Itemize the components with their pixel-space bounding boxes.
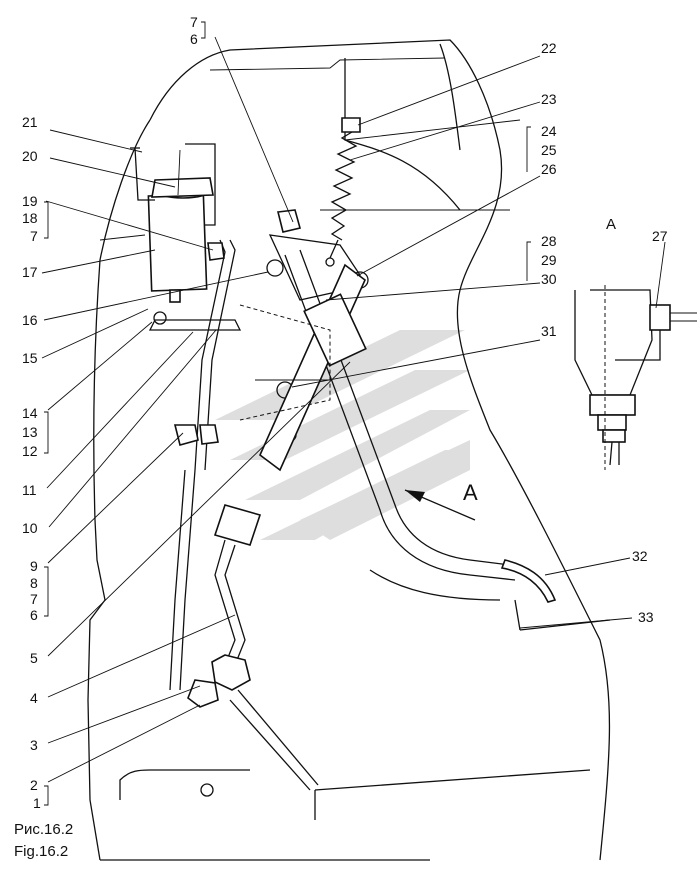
return-spring	[325, 131, 358, 267]
callout-15: 15	[22, 350, 38, 366]
callout-30: 30	[541, 271, 557, 287]
arrow-label: A	[463, 480, 478, 505]
caption-ru: Рис.16.2	[14, 821, 73, 838]
view-a-detail: A	[574, 216, 697, 470]
callout-7-top: 7	[190, 14, 198, 30]
callout-13: 13	[22, 424, 38, 440]
callout-7-left-upper: 7	[30, 228, 38, 244]
leader-lines	[41, 36, 666, 783]
callout-28: 28	[541, 233, 557, 249]
callout-18: 18	[22, 210, 38, 226]
callout-22: 22	[541, 40, 557, 56]
callout-24: 24	[541, 123, 557, 139]
view-label: A	[606, 216, 616, 233]
pedal-pad	[500, 559, 557, 603]
callout-23: 23	[541, 91, 557, 107]
callout-21: 21	[22, 114, 38, 130]
callout-16: 16	[22, 312, 38, 328]
callout-1: 1	[33, 795, 41, 811]
callout-11: 11	[22, 482, 37, 498]
callout-20: 20	[22, 148, 38, 164]
callout-6-left: 6	[30, 607, 38, 623]
callout-10: 10	[22, 520, 38, 536]
pedal-lever	[266, 234, 557, 603]
watermark-logo	[215, 330, 470, 540]
callout-6-top: 6	[190, 31, 198, 47]
callout-32: 32	[632, 548, 648, 564]
callout-4: 4	[30, 690, 38, 706]
callout-3: 3	[30, 737, 38, 753]
callout-5: 5	[30, 650, 38, 666]
callout-19: 19	[22, 193, 38, 209]
callout-9: 9	[30, 558, 38, 574]
callout-2: 2	[30, 777, 38, 793]
callout-numbers: 7 6 21 20 19 18 7 17 16 15 14 13 12 11 1…	[22, 14, 668, 811]
view-a-arrow: A	[404, 480, 478, 521]
callout-brackets	[44, 21, 531, 806]
callout-25: 25	[541, 142, 557, 158]
caption-en: Fig.16.2	[14, 843, 68, 860]
cab-outline	[87, 39, 611, 861]
callout-7-left-lower: 7	[30, 591, 38, 607]
figure-caption: Рис.16.2 Fig.16.2	[14, 821, 73, 860]
callout-27: 27	[652, 228, 668, 244]
callout-31: 31	[541, 323, 557, 339]
callout-17: 17	[22, 264, 38, 280]
callout-14: 14	[22, 405, 38, 421]
linkage	[169, 117, 367, 791]
callout-29: 29	[541, 252, 557, 268]
callout-33: 33	[638, 609, 654, 625]
callout-12: 12	[22, 443, 38, 459]
callout-8: 8	[30, 575, 38, 591]
callout-26: 26	[541, 161, 557, 177]
